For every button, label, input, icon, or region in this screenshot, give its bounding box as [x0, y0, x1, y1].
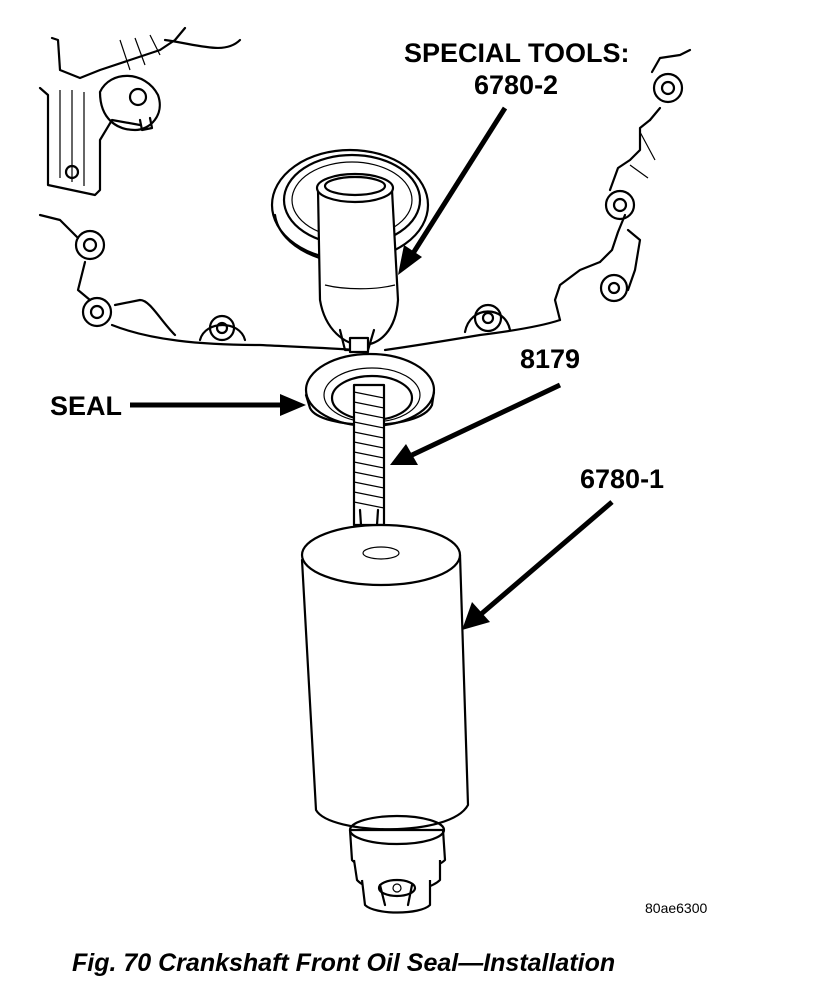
seal-label: SEAL	[50, 391, 122, 421]
tool-6780-2-label: 6780-2	[474, 70, 558, 100]
engine-cover	[38, 26, 692, 352]
tool-6780-2	[315, 172, 400, 354]
tool-6780-1	[300, 523, 470, 914]
arrow-to-seal	[130, 394, 306, 416]
screw-8179-label: 8179	[520, 344, 580, 374]
arrow-to-6780-1	[462, 500, 614, 630]
figure-caption: Fig. 70 Crankshaft Front Oil Seal—Instal…	[72, 949, 615, 977]
special-tools-label: SPECIAL TOOLS:	[404, 38, 630, 68]
image-code: 80ae6300	[645, 900, 708, 916]
arrow-to-6780-2	[398, 106, 508, 275]
arrow-to-screw	[390, 382, 562, 465]
tool-6780-1-label: 6780-1	[580, 464, 664, 494]
screw-8179	[352, 383, 386, 542]
